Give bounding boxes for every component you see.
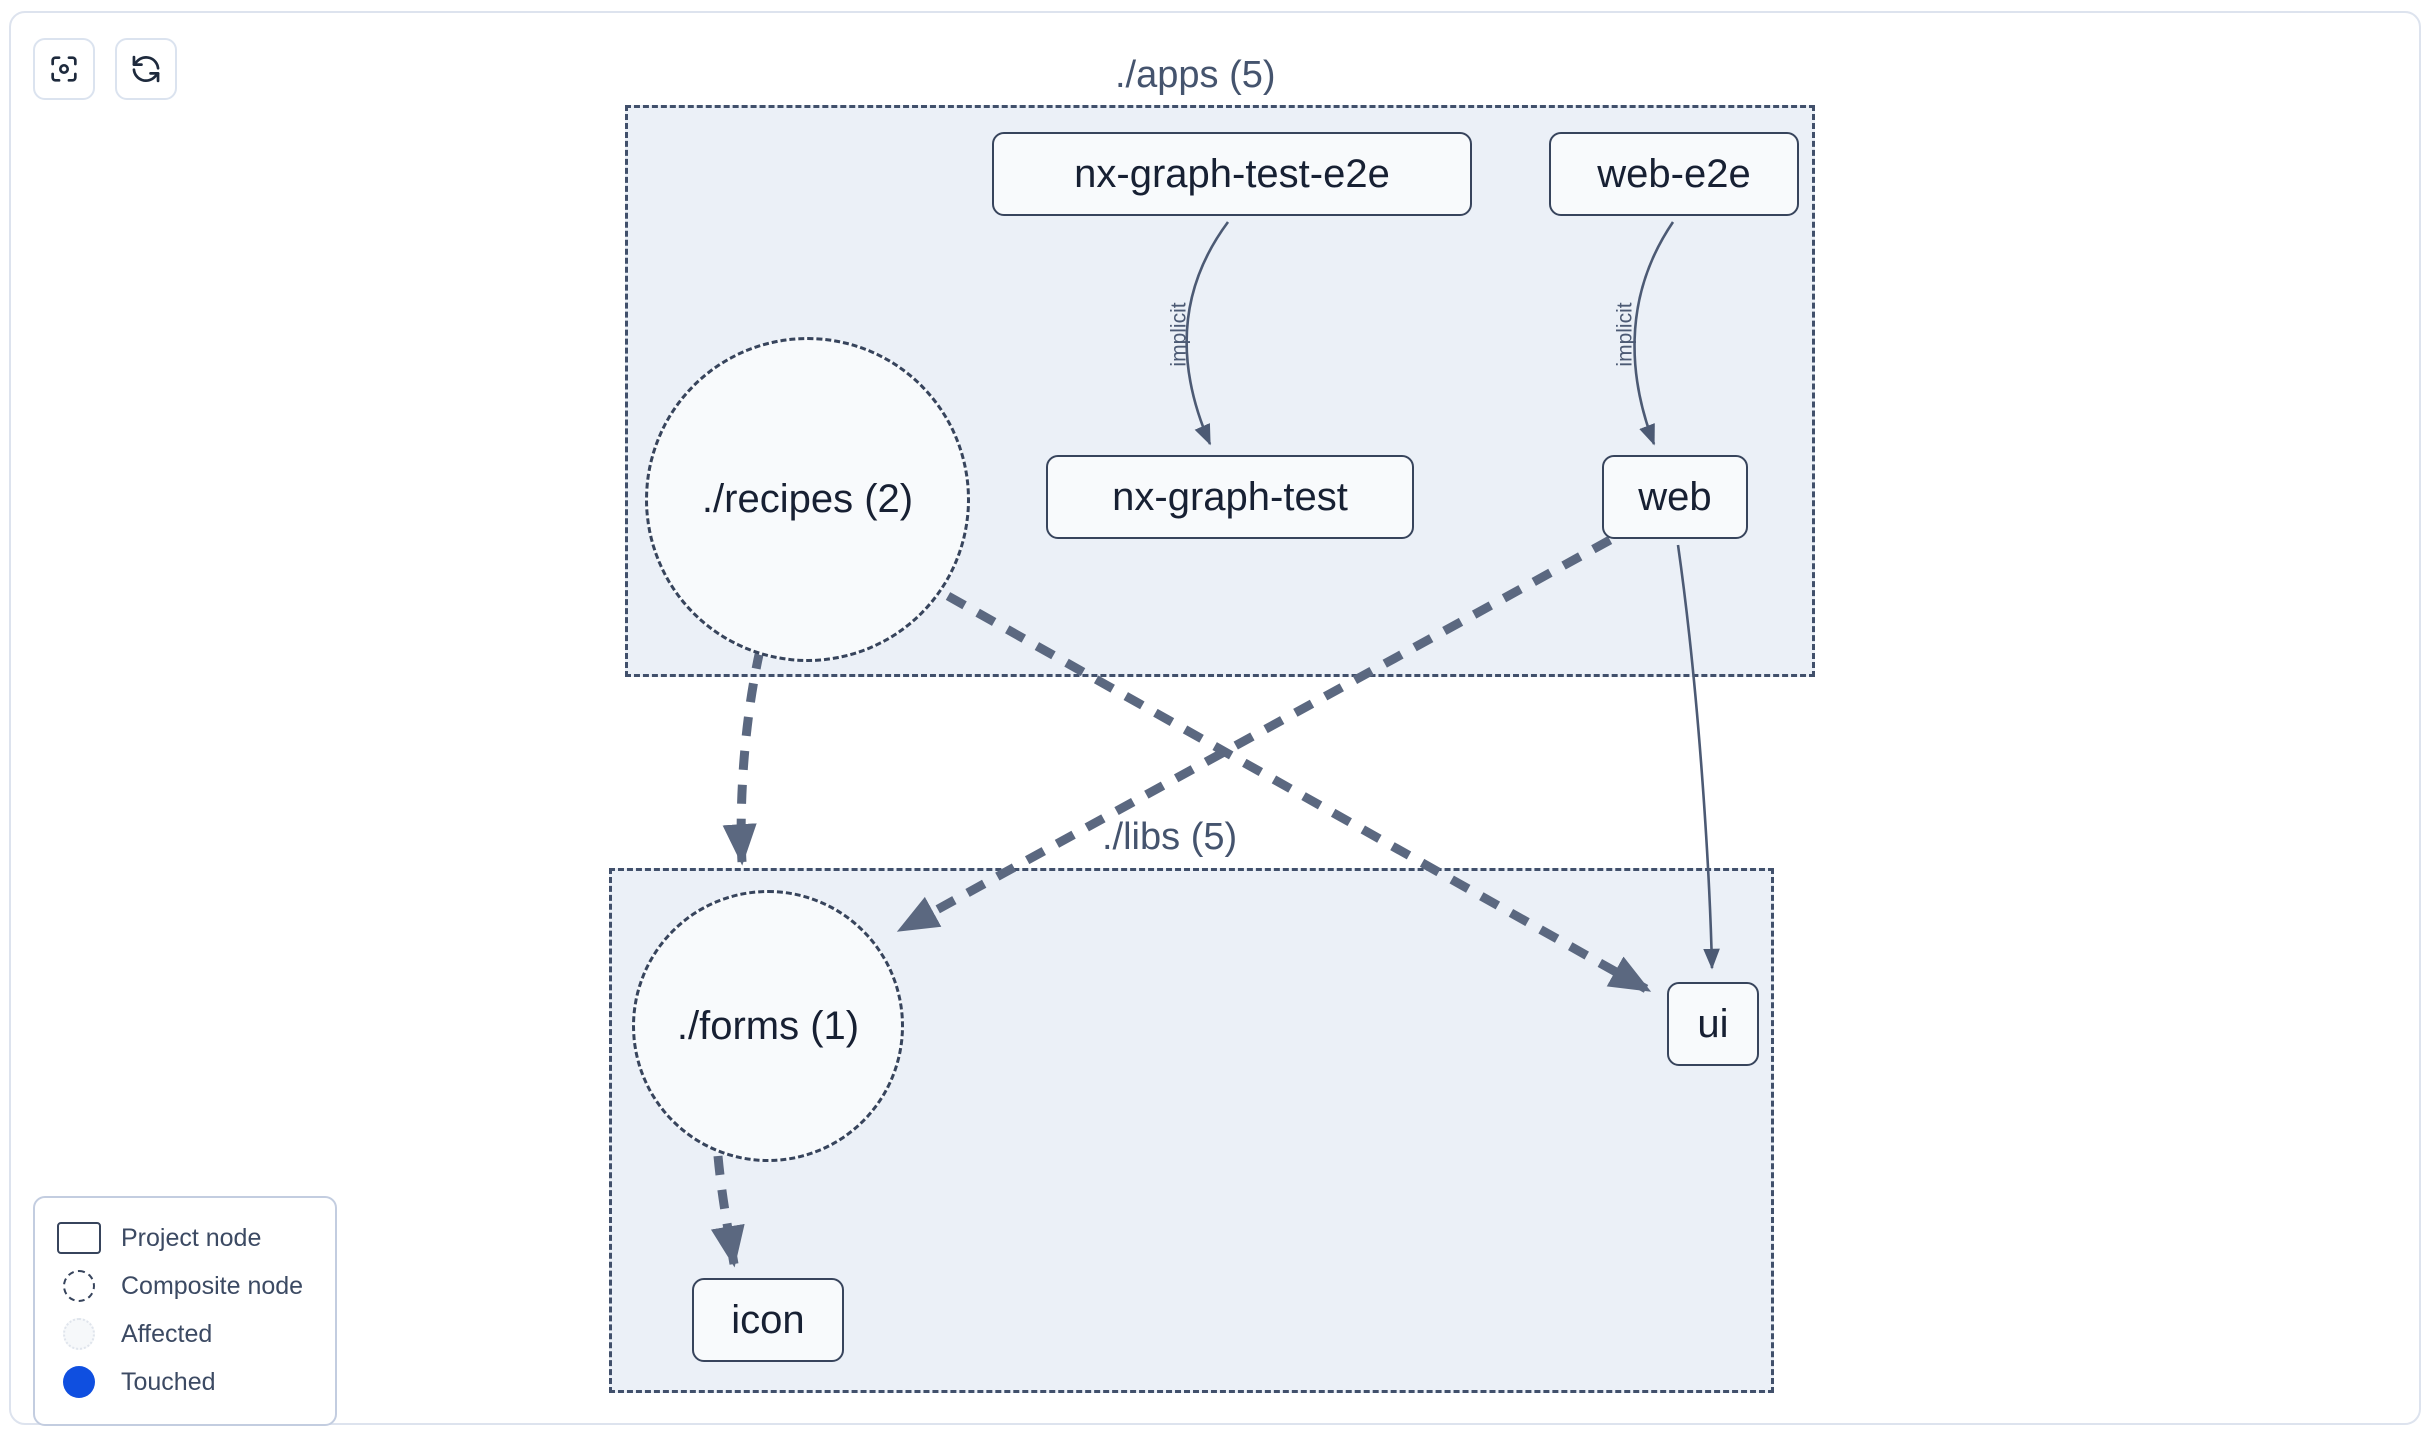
node-ui[interactable]: ui xyxy=(1667,982,1759,1066)
graph-legend: Project node Composite node Affected Tou… xyxy=(33,1196,337,1426)
touched-swatch xyxy=(57,1365,101,1399)
legend-item-composite-node: Composite node xyxy=(57,1262,317,1310)
edge-label-implicit-nx-graph-test: implicit xyxy=(1167,302,1191,367)
legend-label-project-node: Project node xyxy=(121,1223,262,1252)
refresh-graph-button[interactable] xyxy=(115,38,177,100)
affected-swatch xyxy=(57,1317,101,1351)
refresh-icon xyxy=(129,52,163,86)
composite-node-swatch xyxy=(57,1269,101,1303)
node-forms[interactable]: ./forms (1) xyxy=(632,890,904,1162)
node-web[interactable]: web xyxy=(1602,455,1748,539)
node-icon[interactable]: icon xyxy=(692,1278,844,1362)
focus-target-icon xyxy=(47,52,81,86)
node-nx-graph-test-e2e[interactable]: nx-graph-test-e2e xyxy=(992,132,1472,216)
legend-label-composite-node: Composite node xyxy=(121,1271,304,1300)
legend-item-affected: Affected xyxy=(57,1310,317,1358)
project-node-swatch xyxy=(57,1221,101,1255)
focus-graph-button[interactable] xyxy=(33,38,95,100)
group-label-apps: ./apps (5) xyxy=(1115,54,1276,96)
node-recipes[interactable]: ./recipes (2) xyxy=(645,337,970,662)
graph-toolbar xyxy=(33,38,177,100)
node-nx-graph-test[interactable]: nx-graph-test xyxy=(1046,455,1414,539)
legend-item-touched: Touched xyxy=(57,1358,317,1406)
legend-label-touched: Touched xyxy=(121,1367,216,1396)
node-web-e2e[interactable]: web-e2e xyxy=(1549,132,1799,216)
edge-recipes-to-forms xyxy=(722,649,765,866)
legend-item-project-node: Project node xyxy=(57,1214,317,1262)
edge-label-implicit-web: implicit xyxy=(1613,302,1637,367)
legend-label-affected: Affected xyxy=(121,1319,213,1348)
group-label-libs: ./libs (5) xyxy=(1102,816,1238,858)
